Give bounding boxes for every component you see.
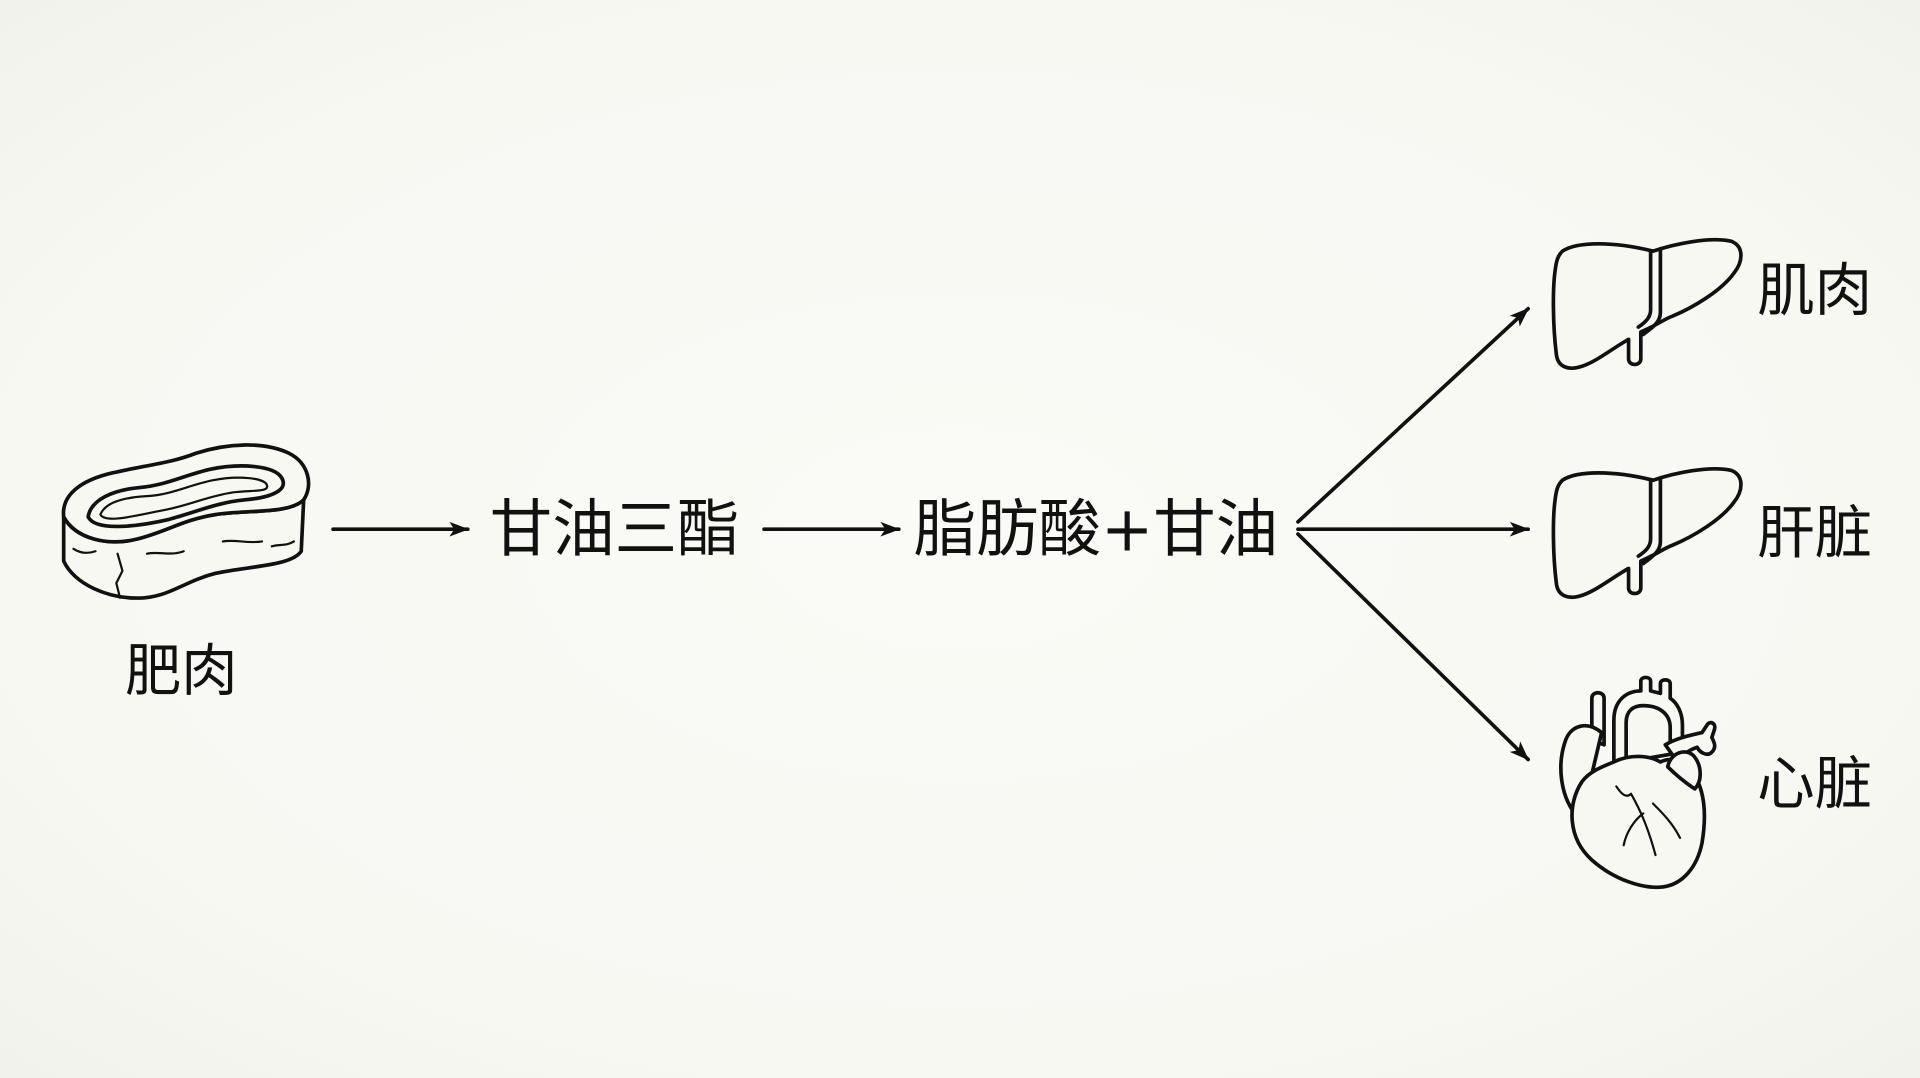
liver-icon (1551, 466, 1743, 600)
label-liver: 肝脏 (1757, 499, 1872, 566)
liver-lobe-divider (1636, 475, 1663, 566)
label-heart: 心脏 (1757, 750, 1872, 817)
label-fat-meat: 肥肉 (125, 639, 238, 704)
heart-coronary-vessels (1615, 785, 1682, 857)
heart-aorta-inner (1624, 703, 1673, 762)
heart-icon (1559, 675, 1717, 890)
label-fatty-acid-glycerol: 脂肪酸+甘油 (914, 493, 1279, 566)
liver-icon (1551, 237, 1743, 370)
heart-ventricles (1570, 754, 1707, 890)
heart-aorta (1612, 675, 1685, 767)
liver-outline (1551, 466, 1743, 600)
fat-meat-texture (72, 539, 295, 555)
heart-atrium-right-lobe (1665, 750, 1703, 791)
fat-meat-crack (115, 552, 124, 599)
fat-meat-rind-outer (86, 464, 286, 529)
fat-meat-icon (61, 443, 311, 600)
label-muscle: 肌肉 (1757, 257, 1872, 324)
fat-meat-rind-inner (99, 476, 269, 520)
arrow-to-heart (1296, 532, 1530, 762)
liver-outline (1551, 237, 1743, 370)
liver-lobe-divider (1636, 246, 1663, 337)
arrow-to-muscle (1296, 306, 1530, 524)
label-triglyceride: 甘油三酯 (490, 493, 740, 566)
